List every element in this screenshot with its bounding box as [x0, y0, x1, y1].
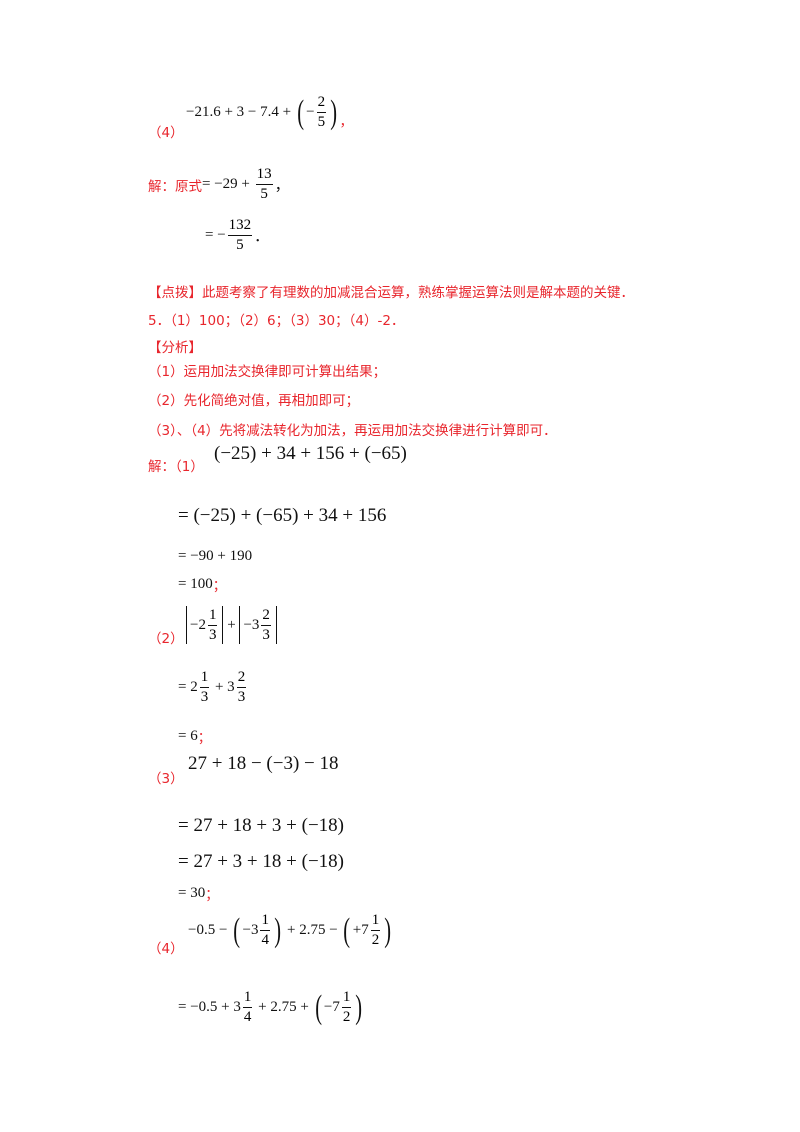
- math-line: = 27 + 3 + 18 + (−18): [178, 851, 344, 872]
- analysis-title: 【分析】: [148, 340, 202, 356]
- math-line: = 30；: [178, 884, 219, 904]
- item-label: （3）: [148, 771, 184, 787]
- item-label: （2）: [148, 631, 184, 647]
- math-line: = 6；: [178, 727, 212, 747]
- tip-text: 【点拨】此题考察了有理数的加减混合运算，熟练掌握运算法则是解本题的关键．: [148, 285, 634, 301]
- math-line: = 100；: [178, 575, 227, 595]
- analysis-item: （2）先化简绝对值，再相加即可；: [148, 393, 360, 409]
- item-label: （4）: [148, 125, 184, 141]
- item-label: （4）: [148, 941, 184, 957]
- answer-line: 5．（1）100；（2）6；（3）30；（4）-2．: [148, 313, 405, 329]
- math-expression: 27 + 18 − (−3) − 18: [188, 753, 339, 774]
- solution-label: 解：（1）: [148, 459, 204, 475]
- math-line: = −90 + 190: [178, 548, 253, 564]
- math-line: = (−25) + (−65) + 34 + 156: [178, 505, 387, 526]
- math-expression: (−25) + 34 + 156 + (−65): [214, 443, 407, 464]
- analysis-item: （1）运用加法交换律即可计算出结果；: [148, 364, 387, 380]
- math-line: = 27 + 18 + 3 + (−18): [178, 815, 344, 836]
- analysis-item: （3）、（4）先将减法转化为加法，再运用加法交换律进行计算即可．: [148, 423, 557, 439]
